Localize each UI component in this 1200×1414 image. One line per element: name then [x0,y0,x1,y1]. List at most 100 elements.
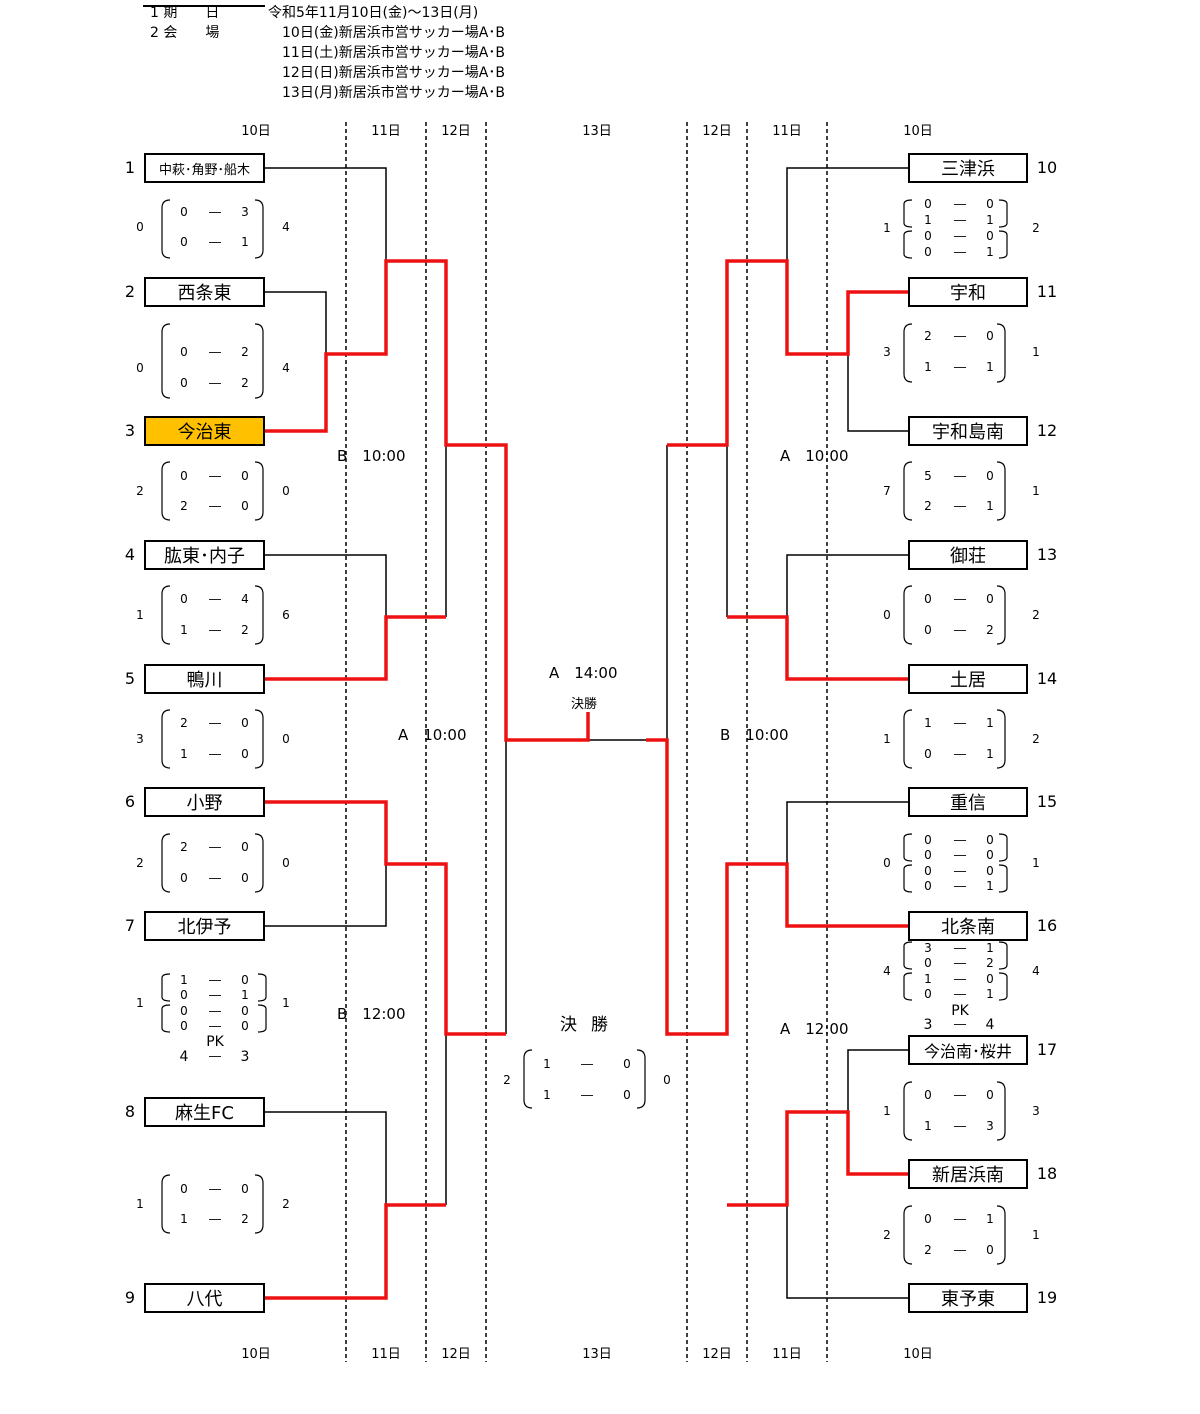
team-box: 麻生FC [144,1097,265,1127]
score-dash: ― [954,499,966,513]
score-dash: ― [209,747,221,761]
score-dash: ― [209,973,221,987]
period-score: 0 [180,871,188,885]
seed-number: 19 [1036,1288,1058,1307]
day-label: 10日 [903,124,933,139]
seed-number: 3 [124,421,136,440]
team-box: 小野 [144,787,265,817]
period-score: 0 [180,205,188,219]
score-dash: ― [954,623,966,637]
seed-number: 11 [1036,282,1058,301]
aggregate-score-right: 0 [282,731,290,746]
pk-score: 3 [923,1017,933,1033]
aggregate-score-right: 1 [282,996,290,1010]
period-score: 0 [986,1243,994,1257]
period-score: 2 [986,956,994,970]
aggregate-score-right: 3 [1032,1103,1040,1118]
score-dash: ― [954,1119,966,1133]
period-score: 2 [924,329,932,343]
period-score: 0 [986,848,994,862]
day-label: 13日 [582,1347,612,1362]
period-score: 0 [623,1057,631,1071]
score-dash: ― [209,1182,221,1196]
day-label: 12日 [441,1347,471,1362]
period-score: 0 [180,988,188,1002]
period-score: 0 [924,987,932,1001]
day-label: 13日 [582,124,612,139]
aggregate-score-left: 0 [883,856,891,870]
day-separators [345,122,828,1362]
venue-line: 11日(土)新居浜市営サッカー場A･B [282,45,505,61]
period-score: 2 [241,623,249,637]
score-dash: ― [954,941,966,955]
aggregate-score-left: 3 [883,344,891,359]
date-value: 令和5年11月10日(金)～13日(月) [268,5,479,21]
period-score: 0 [180,345,188,359]
period-score: 5 [924,469,932,483]
aggregate-score-left: 3 [136,731,144,746]
score-dash: ― [954,360,966,374]
score-dash: ― [209,376,221,390]
period-score: 1 [241,235,249,249]
team-box: 西条東 [144,277,265,307]
score-dash: ― [954,987,966,1001]
period-score: 1 [543,1088,551,1102]
period-score: 0 [924,848,932,862]
team-box: 宇和 [908,277,1028,307]
team-box: 三津浜 [908,153,1028,183]
match-time: A 10:00 [398,726,467,744]
period-score: 0 [924,1088,932,1102]
period-score: 3 [924,941,932,955]
period-score: 0 [986,833,994,847]
seed-number: 1 [124,158,136,177]
team-box: 八代 [144,1283,265,1313]
pk-score: 4 [985,1017,995,1033]
period-score: 0 [241,840,249,854]
score-dash: ― [209,592,221,606]
period-score: 1 [986,716,994,730]
seed-number: 5 [124,669,136,688]
day-label: 10日 [903,1347,933,1362]
seed-number: 12 [1036,421,1058,440]
period-score: 2 [241,1212,249,1226]
period-score: 1 [924,360,932,374]
period-score: 0 [180,469,188,483]
score-dash: ― [954,848,966,862]
score-dash: ― [954,469,966,483]
period-score: 0 [180,235,188,249]
period-score: 1 [986,747,994,761]
score-dash: ― [209,499,221,513]
day-label: 11日 [371,1347,401,1362]
score-dash: ― [954,1212,966,1226]
aggregate-score-right: 4 [282,220,290,234]
period-score: 0 [924,592,932,606]
date-label: 1 期 日 [150,5,220,21]
period-score: 2 [180,840,188,854]
period-score: 0 [241,973,249,987]
team-box: 鴨川 [144,664,265,694]
final-time: A 14:00 [549,664,618,682]
period-score: 1 [986,1212,994,1226]
aggregate-score-left: 0 [136,220,144,234]
period-score: 0 [241,871,249,885]
score-dash: ― [209,1019,221,1033]
score-dash: ― [209,871,221,885]
score-dash: ― [954,747,966,761]
day-label: 11日 [772,124,802,139]
period-score: 1 [986,360,994,374]
seed-number: 13 [1036,545,1058,564]
aggregate-score-right: 1 [1032,856,1040,870]
period-score: 0 [986,469,994,483]
period-score: 0 [241,716,249,730]
score-dash: ― [954,245,966,259]
period-score: 2 [986,623,994,637]
period-score: 0 [924,879,932,893]
seed-number: 6 [124,792,136,811]
team-box: 宇和島南 [908,416,1028,446]
period-score: 0 [986,864,994,878]
seed-number: 4 [124,545,136,564]
period-score: 1 [924,1119,932,1133]
aggregate-score-right: 0 [282,484,290,498]
seed-number: 16 [1036,916,1058,935]
day-label: 12日 [702,1347,732,1362]
